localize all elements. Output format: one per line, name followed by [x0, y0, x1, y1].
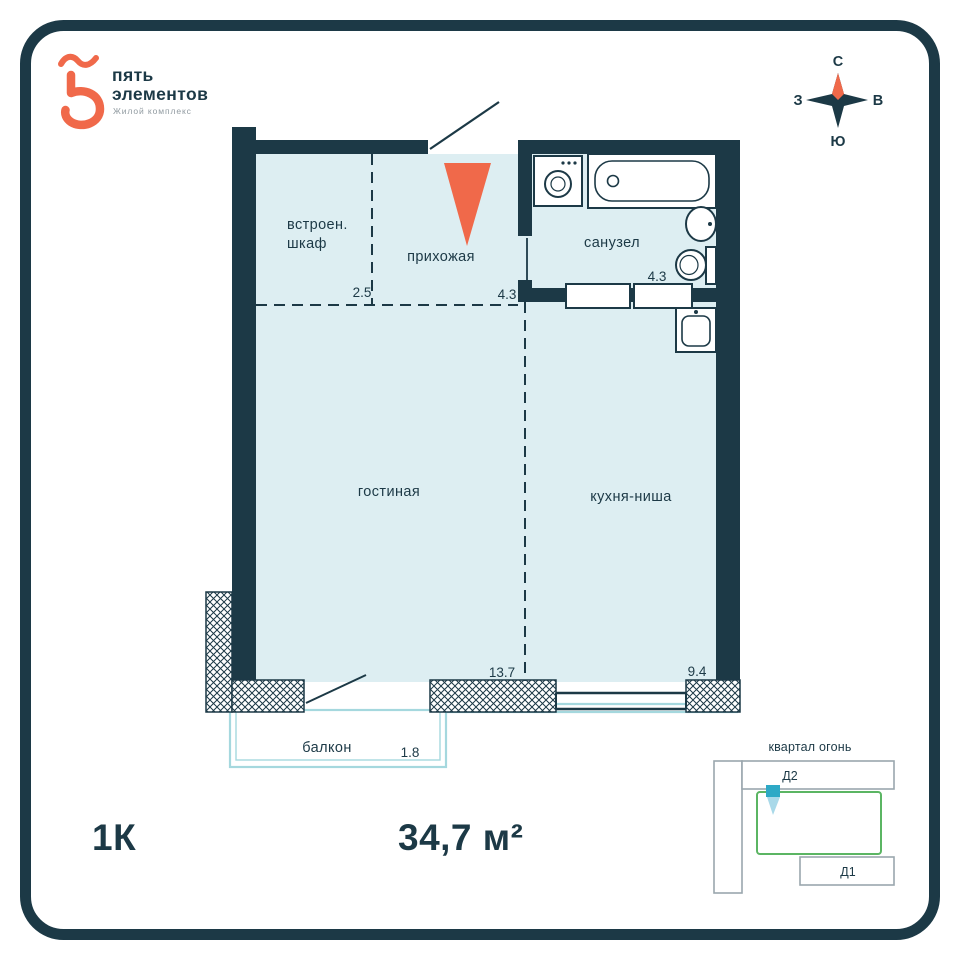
compass-west-label: З — [793, 93, 802, 109]
location-marker-icon — [766, 785, 780, 797]
building-d1-label: Д1 — [840, 865, 855, 879]
balcony-door-leaf — [305, 674, 367, 704]
walls — [232, 127, 740, 712]
floor-plan: встроен. шкаф 2.5 прихожая 4.3 санузел 4… — [205, 101, 741, 769]
wall-bottom-right — [685, 679, 741, 713]
wall-right — [716, 140, 740, 712]
balcony-outline — [228, 708, 448, 769]
label-living-room: гостиная — [358, 484, 420, 500]
building-d2-label: Д2 — [782, 769, 797, 783]
bathroom-sink — [685, 206, 717, 242]
area-kitchen-niche: 9.4 — [688, 664, 707, 679]
kitchen-counter-2 — [633, 283, 693, 309]
area-living-room: 13.7 — [489, 665, 515, 680]
entrance-arrow — [444, 163, 491, 246]
apartment-interior — [256, 154, 716, 682]
minimap-title: квартал огонь — [768, 740, 851, 754]
zone-dashed-lines — [256, 154, 526, 681]
compass-north-point-icon — [832, 73, 844, 100]
label-bathroom: санузел — [584, 235, 640, 251]
bathroom-fixtures — [533, 153, 717, 285]
label-wardrobe-line1: встроен. — [287, 217, 348, 233]
label-wardrobe-line2: шкаф — [287, 236, 327, 252]
washing-machine — [533, 155, 583, 207]
kitchen-sink — [675, 307, 717, 353]
courtyard-outline — [756, 791, 882, 855]
logo-title-line1: пять — [112, 65, 154, 85]
page-frame — [20, 20, 940, 940]
building-left — [713, 760, 743, 894]
kitchen-counter-1 — [565, 283, 631, 309]
kitchen-fixtures — [565, 283, 717, 353]
location-marker-beam-icon — [767, 797, 780, 815]
pier-left — [205, 591, 233, 713]
window-sill-center — [429, 679, 557, 713]
wall-bottom-left — [231, 679, 305, 713]
area-balcony: 1.8 — [401, 745, 420, 760]
logo-title-line2: элементов — [112, 84, 208, 104]
compass-north-label: С — [833, 54, 844, 70]
toilet — [675, 246, 717, 285]
plan-type-label: 1К — [92, 817, 136, 858]
wall-left — [232, 127, 256, 712]
area-bathroom: 4.3 — [648, 269, 667, 284]
building-d2 — [741, 760, 895, 790]
compass-east-label: В — [873, 93, 883, 109]
summary: 1К 34,7 м² — [92, 817, 523, 858]
area-wardrobe: 2.5 — [353, 285, 372, 300]
entrance-door-leaf — [429, 101, 500, 150]
wall-top-right — [518, 140, 740, 154]
logo-subtitle: Жилой комплекс — [113, 106, 192, 116]
logo: пять элементов Жилой комплекс — [58, 53, 208, 130]
logo-five-icon — [60, 70, 105, 130]
logo-tilde-icon — [58, 53, 99, 68]
label-hallway: прихожая — [407, 249, 475, 265]
label-kitchen-niche: кухня-ниша — [590, 489, 672, 505]
bathtub — [587, 153, 717, 209]
wall-top-left — [232, 140, 428, 154]
area-hallway: 4.3 — [498, 287, 517, 302]
building-d1 — [799, 856, 895, 886]
minimap-buildings — [713, 760, 895, 894]
wall-bathroom-vertical — [518, 154, 532, 236]
window-band — [555, 691, 687, 711]
compass-south-label: Ю — [831, 134, 846, 150]
room-labels: встроен. шкаф 2.5 прихожая 4.3 санузел 4… — [287, 217, 707, 760]
total-area-label: 34,7 м² — [398, 817, 523, 858]
compass: С В Ю З — [793, 54, 883, 150]
label-balcony: балкон — [302, 740, 351, 756]
compass-star-icon — [806, 73, 868, 128]
location-minimap: квартал огонь Д2 Д1 — [713, 740, 895, 894]
